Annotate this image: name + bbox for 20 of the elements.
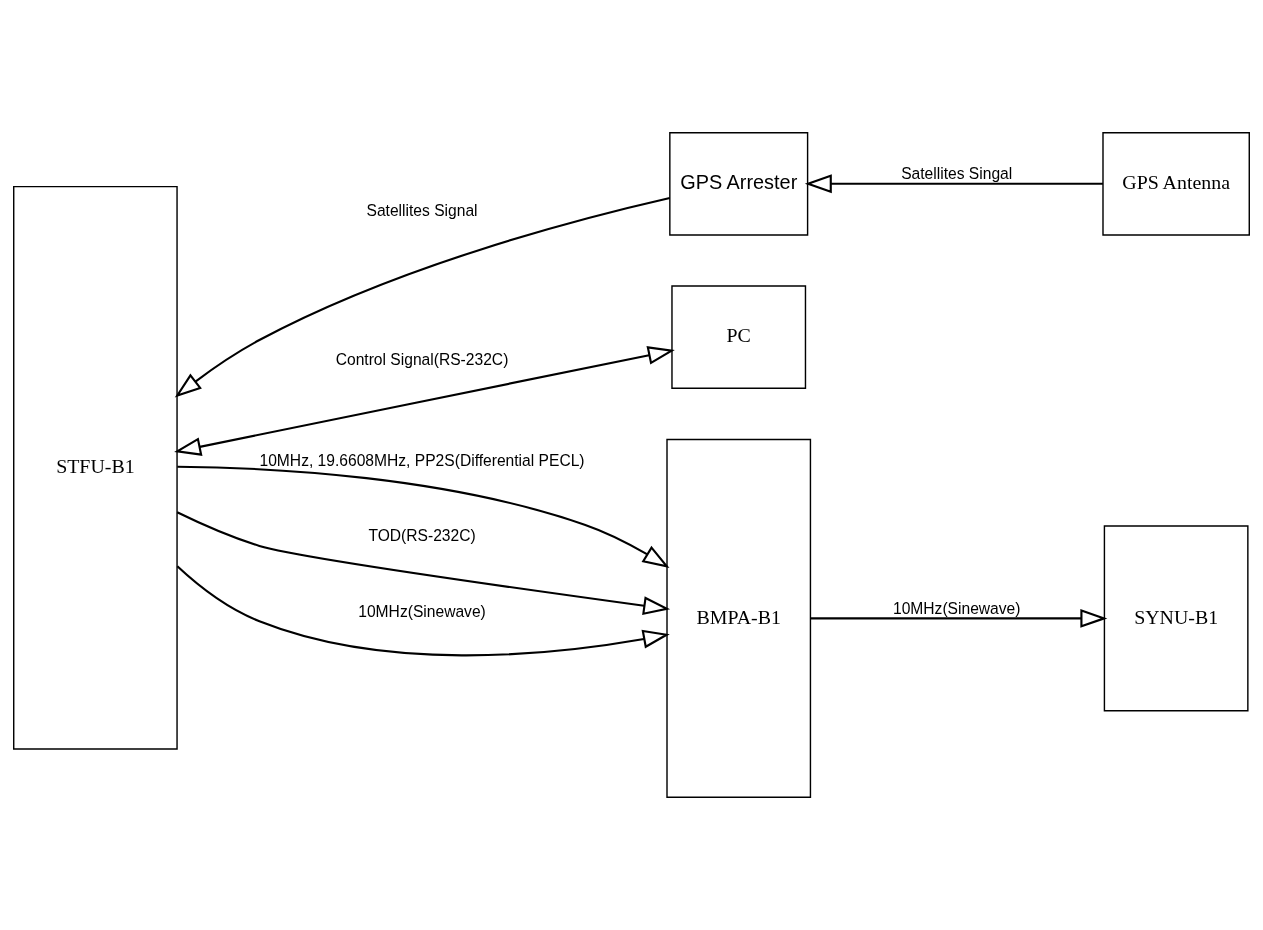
arrow: [810, 608, 1108, 628]
arrow: [177, 465, 670, 568]
node-box: STFU-B1: [13, 185, 178, 750]
arrow: [174, 346, 675, 456]
edge-label: 10MHz(Sinewave): [358, 602, 486, 620]
arrow: [174, 196, 671, 398]
node-box: GPS Arrester: [669, 131, 809, 236]
node-box: GPS Antenna: [1102, 131, 1250, 236]
arrow: [176, 511, 671, 616]
node-box: SYNU-B1: [1103, 525, 1249, 712]
node-box: PC: [671, 285, 807, 389]
arrow: [176, 565, 670, 657]
edge-label: Satellites Singal: [901, 165, 1013, 183]
edge-label: 10MHz(Sinewave): [892, 599, 1021, 617]
edge-label: Control Signal(RS-232C): [335, 351, 509, 369]
edge-label: TOD(RS-232C): [368, 527, 476, 545]
arrow: [804, 174, 1103, 194]
node-box: BMPA-B1: [666, 438, 812, 799]
edge-label: Satellites Signal: [366, 202, 478, 220]
edge-label: 10MHz, 19.6608MHz, PP2S(Differential PECL): [259, 452, 585, 470]
